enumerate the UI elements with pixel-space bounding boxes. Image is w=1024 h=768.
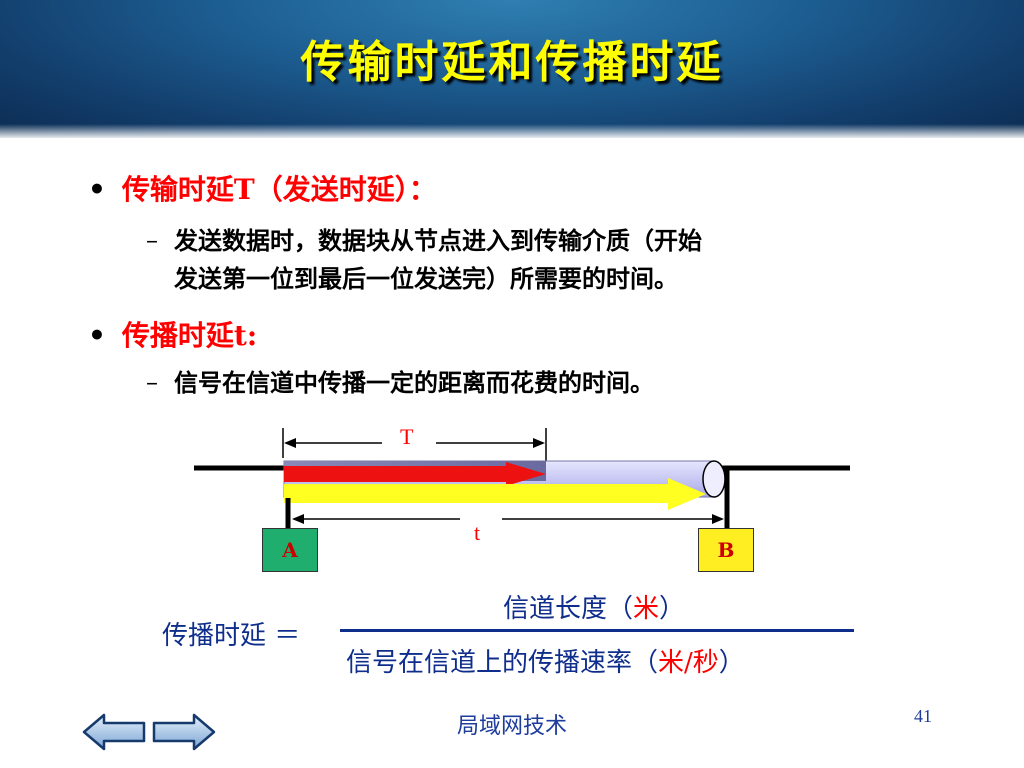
yellow-arrow-icon xyxy=(284,478,706,510)
bullet-label: 传输时延T（发送时延）： xyxy=(121,173,437,206)
tube-end xyxy=(702,460,726,498)
footer-text: 局域网技术 xyxy=(456,714,567,739)
bullet-dot-icon: • xyxy=(88,319,106,352)
dash-icon: – xyxy=(146,368,158,396)
header-banner xyxy=(0,0,1024,138)
desc-line: 发送第一位到最后一位发送完）所需要的时间。 xyxy=(174,264,678,293)
bullet-desc: 发送数据时，数据块从节点进入到传输介质（开始 发送第一位到最后一位发送完）所需要… xyxy=(174,222,702,298)
bullet-dot-icon: • xyxy=(88,173,106,206)
bullet-desc: 信号在信道中传播一定的距离而花费的时间。 xyxy=(174,364,654,402)
label-t: t xyxy=(474,520,481,545)
desc-line: 发送数据时，数据块从节点进入到传输介质（开始 xyxy=(174,226,702,255)
bullet-propagation-delay: • 传播时延t: xyxy=(88,314,257,354)
page-title: 传输时延和传播时延 xyxy=(300,37,724,88)
formula-numerator: 信道长度（米） xyxy=(503,594,686,624)
fraction-line xyxy=(340,629,854,632)
dash-icon: – xyxy=(146,226,158,254)
bullet-transmission-delay: • 传输时延T（发送时延）： xyxy=(88,168,437,208)
bullet-label: 传播时延t: xyxy=(121,319,258,352)
node-a: A xyxy=(262,528,318,572)
arrow-left-icon[interactable] xyxy=(80,712,150,752)
dimension-T xyxy=(282,428,547,470)
desc-line: 信号在信道中传播一定的距离而花费的时间。 xyxy=(174,368,654,397)
dimension-t xyxy=(292,514,724,524)
node-b: B xyxy=(698,528,754,572)
page-number: 41 xyxy=(914,706,932,726)
formula-denominator: 信号在信道上的传播速率（米/秒） xyxy=(346,648,745,678)
red-arrow-icon xyxy=(284,462,546,486)
arrow-right-icon[interactable] xyxy=(148,712,218,752)
label-T: T xyxy=(400,424,414,449)
formula-lhs: 传播时延 ＝ xyxy=(162,621,301,651)
